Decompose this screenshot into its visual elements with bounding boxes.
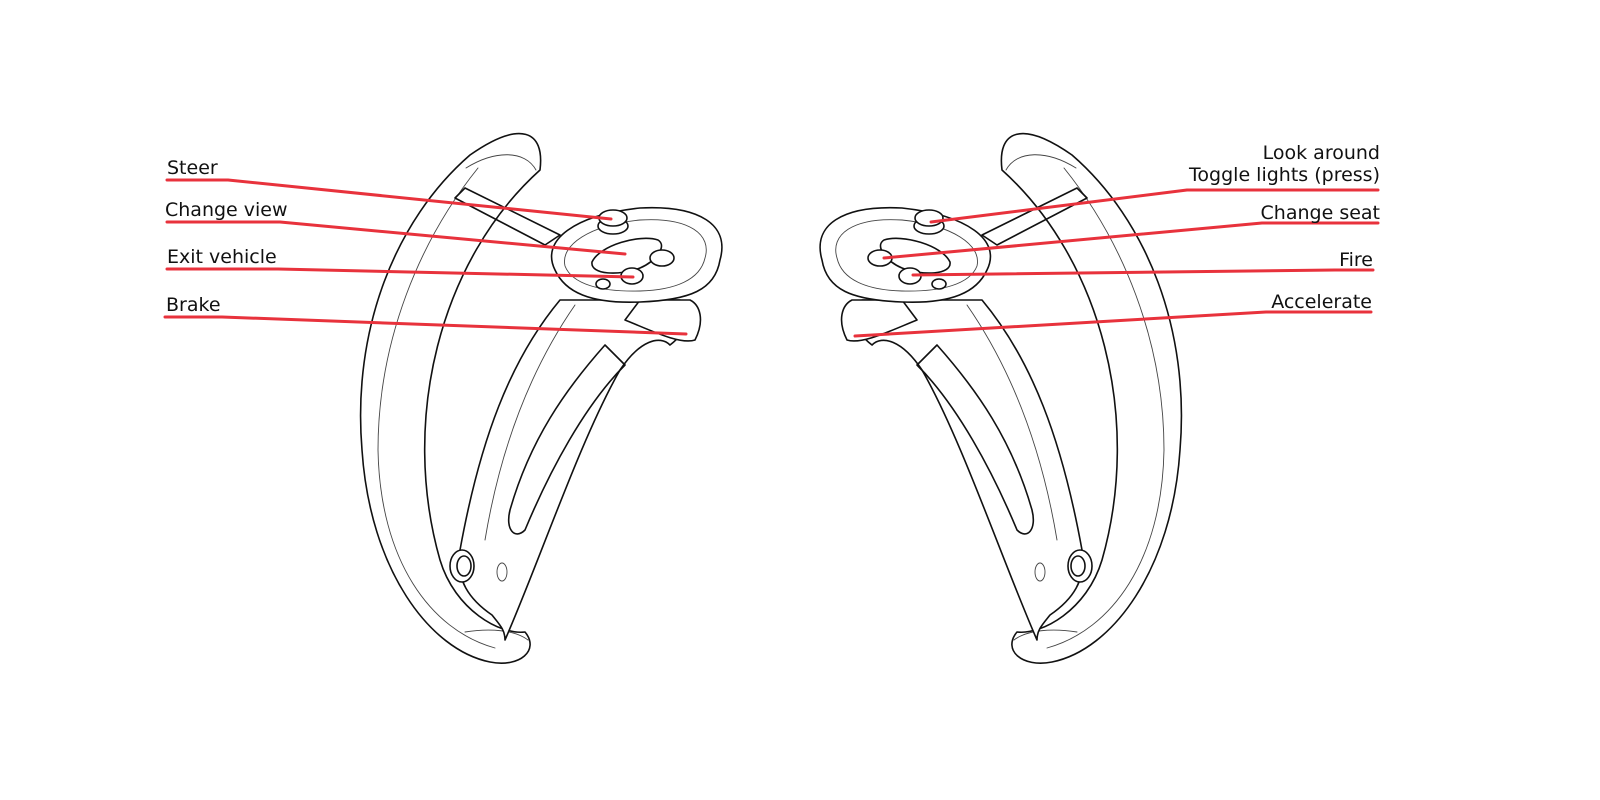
right-tracking-ring <box>1000 132 1183 664</box>
right-handle <box>854 299 1084 641</box>
callout-line-change-view <box>165 220 627 256</box>
right-ring-inner-edge <box>1046 167 1165 649</box>
right-handle-edge <box>966 304 1058 541</box>
left-face-plate <box>564 219 707 292</box>
callout-line-look-around <box>929 188 1380 224</box>
right-ring-cap-top <box>1005 154 1077 171</box>
label-accelerate: Accelerate <box>1271 291 1372 313</box>
label-exit-vehicle: Exit vehicle <box>167 246 277 268</box>
callout-line-accelerate <box>853 310 1373 338</box>
left-tracking-ring <box>359 132 542 664</box>
left-ring-inner-edge <box>377 167 496 649</box>
right-thumbstick <box>914 209 944 227</box>
callout-line-brake <box>163 315 688 336</box>
callout-lines <box>163 178 1380 338</box>
callout-line-exit-vehicle <box>165 267 635 279</box>
label-fire: Fire <box>1339 249 1373 271</box>
callout-line-fire <box>911 268 1375 277</box>
left-menu-button <box>595 278 611 290</box>
left-trigger <box>624 299 702 342</box>
label-look-around: Look around <box>1263 142 1380 164</box>
label-steer: Steer <box>167 157 218 179</box>
left-controller-drawing <box>359 132 723 664</box>
right-sensor-window <box>1034 562 1046 582</box>
left-button-y <box>649 249 675 267</box>
left-ring-connector <box>454 187 561 246</box>
right-ring-cap-bottom <box>1013 629 1078 641</box>
right-oculus-button <box>931 278 947 290</box>
right-ring-connector <box>981 187 1088 246</box>
label-brake: Brake <box>166 294 221 316</box>
left-head <box>550 206 723 304</box>
right-grip-slot <box>916 344 1035 535</box>
left-grip-slot <box>507 344 626 535</box>
left-grip-button-inner <box>456 555 472 577</box>
callout-line-steer <box>165 178 613 221</box>
label-change-seat: Change seat <box>1261 202 1380 224</box>
callout-labels: Steer Change view Exit vehicle Brake Loo… <box>165 142 1380 316</box>
left-ring-cap-bottom <box>464 629 529 641</box>
left-sensor-window <box>496 562 508 582</box>
label-change-view: Change view <box>165 199 288 221</box>
left-ring-cap-top <box>465 154 537 171</box>
left-handle <box>458 299 688 641</box>
right-trigger <box>840 299 918 342</box>
right-grip-button-inner <box>1070 555 1086 577</box>
callout-line-change-seat <box>882 221 1380 260</box>
right-face-plate <box>835 219 978 292</box>
label-toggle-lights: Toggle lights (press) <box>1188 164 1380 186</box>
